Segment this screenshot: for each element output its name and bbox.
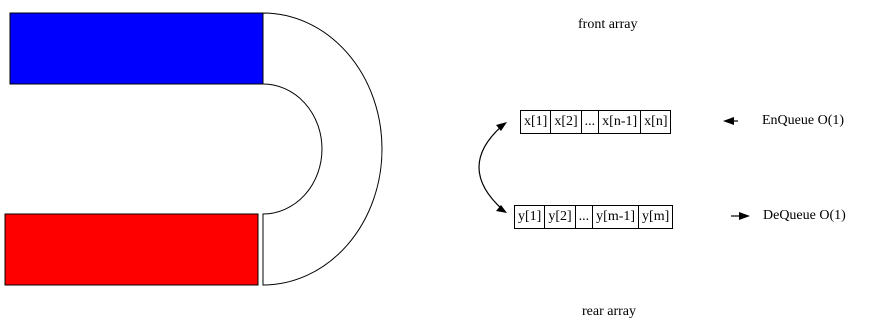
front-array: x[1] x[2] ... x[n-1] x[n] bbox=[520, 110, 672, 134]
swap-arrow bbox=[478, 124, 504, 211]
rear-cell: y[m-1] bbox=[593, 206, 640, 228]
rear-cell: y[1] bbox=[515, 206, 546, 228]
front-cell: x[n-1] bbox=[599, 111, 642, 133]
rear-bar bbox=[4, 213, 259, 286]
rear-cell: y[2] bbox=[545, 206, 576, 228]
rear-cell: ... bbox=[576, 206, 594, 228]
enqueue-label: EnQueue O(1) bbox=[762, 113, 845, 128]
swap-arrow-head-top bbox=[496, 122, 507, 131]
rear-array: y[1] y[2] ... y[m-1] y[m] bbox=[514, 205, 674, 229]
front-cell: x[1] bbox=[521, 111, 552, 133]
dequeue-label: DeQueue O(1) bbox=[763, 208, 846, 223]
front-cell: x[n] bbox=[644, 114, 668, 129]
front-cell: x[2] bbox=[551, 111, 582, 133]
enqueue-arrow-head bbox=[723, 117, 734, 125]
u-connector-arc bbox=[262, 12, 383, 286]
rear-cell: y[m] bbox=[642, 209, 670, 224]
swap-arrow-head-bottom bbox=[496, 205, 507, 213]
front-cell: ... bbox=[582, 111, 600, 133]
front-array-label: front array bbox=[578, 17, 638, 32]
rear-array-label: rear array bbox=[582, 304, 637, 319]
front-bar bbox=[9, 12, 264, 85]
dequeue-arrow-head bbox=[739, 212, 750, 220]
